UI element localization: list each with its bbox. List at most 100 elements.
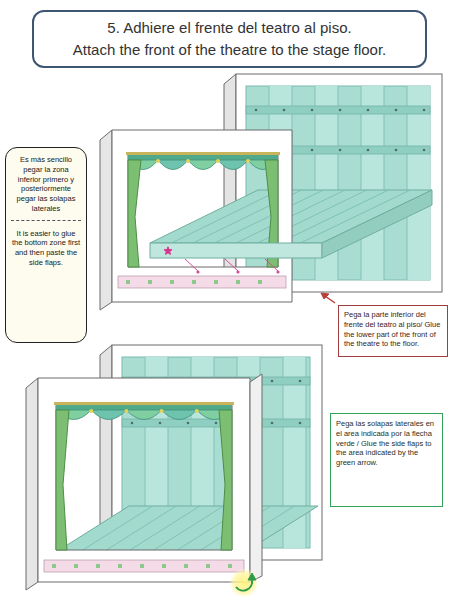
green-arrow [236,580,252,591]
floor-plank-line [151,506,224,552]
strip-square [96,564,100,568]
glue-guide-dot [196,270,199,273]
bottom-figure [26,345,322,598]
strip-square [162,564,166,568]
floor-plank-line [103,506,176,552]
node-text: 5. Adhiere el frente del teatro al piso. [40,17,419,39]
red-arrow-head [321,293,329,299]
nail-dot [255,109,258,112]
nail-dot [311,109,314,112]
floor-plank-line [172,190,280,243]
nail-dot [339,109,342,112]
floor-front-edge [150,243,322,258]
glue-guide-line [225,259,238,271]
floor-plank-line [127,506,200,552]
valance-tie [160,409,164,413]
side-curtain [219,410,232,550]
valance-tie [246,159,250,163]
strip-square [52,564,56,568]
plank-line [361,86,362,280]
callout-box: Pega la parte inferior del frente del te… [338,305,448,357]
curtain-rod [54,402,234,405]
valance-tie [89,409,93,413]
floor-plank-line [279,190,389,243]
node-text: Pega las solapas laterales en el area in… [336,419,437,468]
callout-box: Pega las solapas laterales en el area in… [330,413,443,507]
frame-side [26,378,38,590]
nail-dot [367,109,370,112]
strip-square [148,280,152,284]
strip-square [170,280,174,284]
strip-square [118,564,122,568]
side-flap [250,374,262,582]
nail-dot [423,149,426,152]
valance-tie [156,159,160,163]
nail-dot [299,422,302,425]
strip-square [184,564,188,568]
nail-dot [215,422,218,425]
strip-square [228,564,232,568]
strip-square [236,280,240,284]
strip-square [258,280,262,284]
frame-bottom-strip [44,560,244,572]
glue-guide-line [185,259,198,271]
panel-rail [246,106,430,114]
nail-dot [283,109,286,112]
floor-top [56,506,318,552]
floor-plank-line [80,506,153,552]
panel-rail [122,419,310,427]
valance-tie [195,409,199,413]
nail-dot [395,109,398,112]
strip-square [192,280,196,284]
glue-guide-dot [236,270,239,273]
nail-dot [187,422,190,425]
plank-line [384,86,385,280]
valance-tie [186,159,190,163]
nail-dot [131,422,134,425]
node-text: Attach the front of the theatre to the s… [40,39,419,61]
curtain-rod [126,152,280,155]
glue-guide-dot [276,270,279,273]
frame-bottom-strip [118,276,286,288]
nail-dot [271,422,274,425]
valance-tie [216,159,220,163]
side-curtain [128,160,141,267]
glow-spot [229,568,259,598]
strip-square [206,564,210,568]
note-box: Es más sencillo pegar la zona inferior p… [5,147,87,343]
title-box: 5. Adhiere el frente del teatro al piso.… [32,10,427,68]
panel-plank [407,86,430,280]
valance-swag [158,160,188,170]
frame-face [38,378,250,582]
nail-dot [339,149,342,152]
nail-dot [367,149,370,152]
nail-dot [299,380,302,383]
panel-face [236,74,442,292]
strip-square [74,564,78,568]
valance-swag [162,410,197,420]
node-text: It is easier to glue the bottom zone fir… [11,220,81,268]
panel-side [224,74,236,300]
valance-swag [218,160,248,170]
nail-dot [395,149,398,152]
valance-tie [124,409,128,413]
panel-plank [361,86,384,280]
green-arrow-head [248,573,256,580]
nail-dot [271,380,274,383]
valance-swag [126,410,161,420]
valance-swag [188,160,218,170]
plank-line [306,357,307,548]
valance-band [56,405,232,410]
strip-square [140,564,144,568]
glue-guide-line [265,259,278,271]
nail-dot [311,149,314,152]
nail-dot [423,109,426,112]
strip-square [214,280,218,284]
plank-line [407,86,408,280]
frame-face [112,130,292,302]
side-curtain [56,410,69,550]
node-text: Es más sencillo pegar la zona inferior p… [11,155,81,214]
nail-dot [159,422,162,425]
frame-side [100,130,112,310]
floor-side-edge [322,190,432,258]
